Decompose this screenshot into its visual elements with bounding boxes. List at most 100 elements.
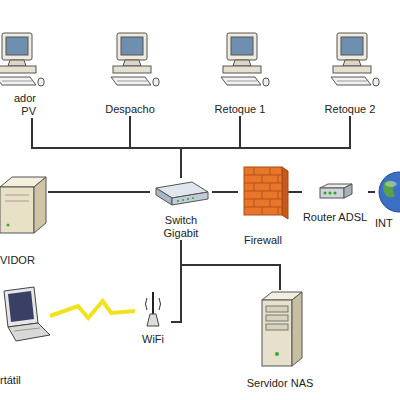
icon-shape	[221, 77, 261, 85]
computer-icon	[315, 30, 385, 90]
computer-icon	[205, 30, 275, 90]
icon-shape	[227, 81, 257, 82]
nas-node: Servidor NAS	[240, 290, 320, 390]
icon-shape	[292, 292, 302, 366]
icon-shape	[0, 77, 36, 85]
icon-shape	[266, 324, 288, 330]
icon-shape	[337, 33, 367, 60]
network-cable	[288, 191, 302, 193]
icon-shape	[123, 60, 141, 66]
icon-shape	[192, 197, 194, 199]
icon-shape	[275, 352, 279, 356]
node-label: Servidor NAS	[240, 377, 320, 390]
workstation: Retoque 2	[315, 30, 385, 116]
icon-shape	[177, 200, 179, 202]
icon-shape	[6, 37, 28, 55]
icon-shape	[266, 306, 288, 312]
node-label: rtátil	[0, 374, 50, 387]
icon-shape	[147, 314, 159, 326]
workstation: ador PV	[0, 30, 64, 118]
tower-icon	[240, 290, 320, 370]
router-node: Router ADSL	[302, 180, 368, 224]
icon-shape	[385, 181, 397, 187]
node-label: INT	[375, 217, 400, 230]
node-label: Retoque 2	[315, 103, 385, 116]
icon-shape	[8, 323, 50, 341]
icon-shape	[38, 78, 44, 86]
icon-shape	[8, 60, 26, 66]
node-label: VIDOR	[0, 254, 48, 267]
node-label: WiFi	[135, 333, 171, 346]
icon-shape	[117, 81, 147, 82]
router-icon	[304, 180, 366, 204]
network-cable	[171, 240, 181, 322]
icon-shape	[282, 167, 288, 219]
wifi-node: WiFi	[135, 290, 171, 346]
icon-shape	[34, 177, 46, 233]
icon-shape	[344, 184, 352, 198]
switchbox-icon	[150, 178, 212, 208]
icon-shape	[266, 315, 288, 321]
workstation: Despacho	[95, 30, 165, 116]
icon-shape	[227, 33, 257, 60]
network-cable	[130, 116, 181, 178]
icon-shape	[373, 78, 379, 86]
node-label: Firewall	[238, 234, 288, 247]
wireless-link	[50, 301, 135, 318]
icon-shape	[334, 192, 337, 195]
computer-icon	[0, 30, 50, 90]
icon-shape	[379, 172, 400, 212]
antenna-icon	[135, 290, 171, 330]
icon-shape	[333, 66, 371, 73]
icon-shape	[0, 66, 36, 73]
firewall-icon	[238, 165, 290, 221]
icon-shape	[2, 81, 32, 82]
icon-shape	[5, 195, 29, 196]
icon-shape	[337, 81, 367, 82]
icon-shape	[187, 198, 189, 200]
firewall-node: Firewall	[238, 165, 288, 247]
icon-shape	[117, 33, 147, 60]
icon-shape	[329, 192, 332, 195]
icon-shape	[8, 291, 34, 322]
node-label: Despacho	[95, 103, 165, 116]
icon-shape	[156, 188, 172, 205]
switch-node: Switch Gigabit	[150, 178, 212, 240]
workstation: Retoque 1	[205, 30, 275, 116]
icon-shape	[7, 224, 10, 227]
node-label: Retoque 1	[205, 103, 275, 116]
icon-shape	[233, 60, 251, 66]
icon-shape	[263, 78, 269, 86]
computer-icon	[95, 30, 165, 90]
laptop-node: rtátil	[0, 285, 50, 387]
icon-shape	[111, 77, 151, 85]
icon-shape	[152, 292, 154, 316]
node-label: Router ADSL	[302, 211, 368, 224]
icon-shape	[153, 78, 159, 86]
icon-shape	[121, 37, 143, 55]
internet-node: INT	[375, 170, 400, 230]
icon-shape	[172, 192, 208, 205]
icon-shape	[343, 60, 361, 66]
icon-shape	[231, 37, 253, 55]
icon-shape	[14, 328, 40, 331]
icon-shape	[182, 199, 184, 201]
network-cable	[181, 240, 280, 290]
icon-shape	[146, 298, 161, 310]
laptop-icon	[0, 285, 52, 345]
icon-shape	[4, 287, 38, 327]
node-label: ador PV	[2, 92, 36, 118]
icon-shape	[0, 187, 34, 233]
icon-shape	[341, 37, 363, 55]
icon-shape	[331, 77, 371, 85]
icon-shape	[262, 300, 292, 366]
icon-shape	[320, 188, 344, 198]
icon-shape	[5, 201, 29, 202]
icon-shape	[223, 66, 261, 73]
network-cable	[368, 191, 375, 193]
server-node: VIDOR	[0, 175, 48, 267]
icon-shape	[2, 33, 32, 60]
globe-icon	[375, 170, 400, 214]
server-icon	[0, 175, 48, 235]
